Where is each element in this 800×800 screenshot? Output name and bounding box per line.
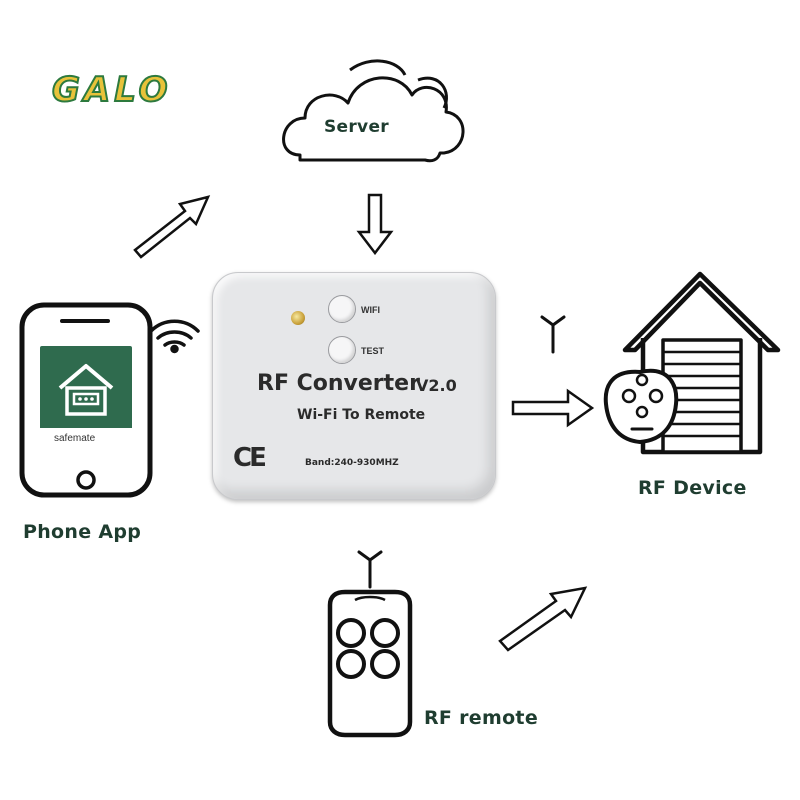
rf-remote-label: RF remote: [424, 707, 539, 729]
galo-logo: GALO: [51, 69, 172, 111]
server-cloud-icon: [282, 59, 465, 163]
device-title: RF Converter: [257, 371, 420, 396]
rf-device-label: RF Device: [638, 477, 747, 499]
device-band: Band:240-930MHZ: [305, 458, 399, 468]
status-led-icon: [291, 311, 305, 325]
arrow-device-to-rfdevice-icon: [511, 388, 595, 428]
arrow-phone-to-server-icon: [133, 195, 211, 259]
phone-app-label: Phone App: [23, 521, 142, 543]
rf-remote-icon: [327, 589, 413, 738]
test-button-label: TEST: [361, 346, 385, 356]
phone-app-screen: [40, 346, 132, 444]
remote-antenna-icon: [357, 550, 383, 589]
app-home-icon: [58, 364, 114, 416]
test-button: [328, 336, 356, 364]
arrow-server-to-device-icon: [356, 193, 394, 256]
device-subtitle: Wi-Fi To Remote: [297, 407, 426, 423]
wifi-button-label: WIFI: [361, 305, 380, 315]
car-key-fob-icon: [603, 368, 679, 445]
server-label: Server: [324, 117, 389, 137]
wifi-button: [328, 295, 356, 323]
app-name-label: safemate: [40, 428, 132, 450]
device-version: V2.0: [416, 376, 457, 395]
antenna-icon: [540, 315, 566, 354]
arrow-remote-to-rfdevice-icon: [498, 586, 588, 652]
ce-mark-icon: CE: [233, 443, 267, 473]
wifi-icon: [149, 319, 200, 354]
rf-converter-device: WIFI TEST RF Converter V2.0 Wi-Fi To Rem…: [212, 272, 496, 500]
